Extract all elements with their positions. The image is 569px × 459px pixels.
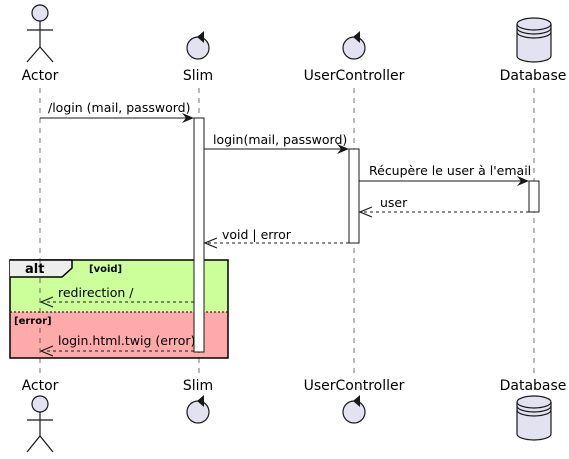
message-user-return-label: user	[380, 195, 408, 210]
arrow-head	[39, 345, 54, 357]
arrow-head	[358, 206, 373, 218]
user-controller-top-control-icon	[342, 31, 366, 60]
user-controller-top-label: UserController	[304, 68, 405, 84]
actor-bottom-label: Actor	[22, 378, 59, 394]
slim-top-control-icon	[186, 31, 210, 60]
message-login-call: login(mail, password)	[204, 132, 349, 154]
activations	[193, 117, 540, 353]
slim-top-label: Slim	[183, 68, 213, 84]
arrow-head	[337, 144, 349, 154]
message-login-request: /login (mail, password)	[40, 100, 194, 123]
alt-void-condition: [void]	[89, 264, 122, 275]
alt-fragment: alt [void] [error]	[9, 259, 229, 359]
message-redirection: redirection /	[39, 285, 194, 308]
message-fetch-user-label: Récupère le user à l'email	[369, 163, 531, 178]
message-login-template: login.html.twig (error)	[39, 333, 195, 357]
arrow-head	[182, 113, 194, 123]
message-login-request-label: /login (mail, password)	[48, 100, 190, 115]
actor-bottom-icon	[26, 395, 54, 453]
user-controller-bottom-control-icon	[342, 395, 366, 424]
actor-top-label: Actor	[22, 68, 59, 84]
alt-keyword: alt	[25, 262, 44, 277]
alt-error-condition: [error]	[14, 316, 52, 327]
database-bottom-icon	[516, 395, 552, 441]
message-fetch-user: Récupère le user à l'email	[359, 163, 531, 186]
database-bottom-label: Database	[500, 378, 567, 394]
database-activation	[528, 180, 540, 213]
arrow-head	[203, 237, 218, 249]
alt-error-region	[10, 312, 228, 358]
alt-keyword-tab	[10, 259, 73, 278]
user-controller-bottom-label: UserController	[304, 378, 405, 394]
slim-bottom-control-icon	[186, 395, 210, 424]
slim-bottom-label: Slim	[183, 378, 213, 394]
slim-activation	[193, 117, 205, 353]
alt-fragment-border	[9, 259, 229, 359]
message-void-error-return-label: void | error	[222, 227, 292, 242]
database-top-icon	[516, 17, 552, 63]
message-redirection-label: redirection /	[58, 285, 134, 300]
message-user-return: user	[358, 195, 529, 218]
arrow-head	[517, 176, 529, 186]
actor-top-icon	[26, 4, 54, 63]
message-login-call-label: login(mail, password)	[213, 132, 347, 147]
arrow-head	[39, 296, 54, 308]
user-controller-activation	[348, 148, 360, 244]
message-void-error-return: void | error	[203, 227, 349, 249]
database-top-label: Database	[500, 68, 567, 84]
message-login-template-label: login.html.twig (error)	[58, 333, 195, 348]
